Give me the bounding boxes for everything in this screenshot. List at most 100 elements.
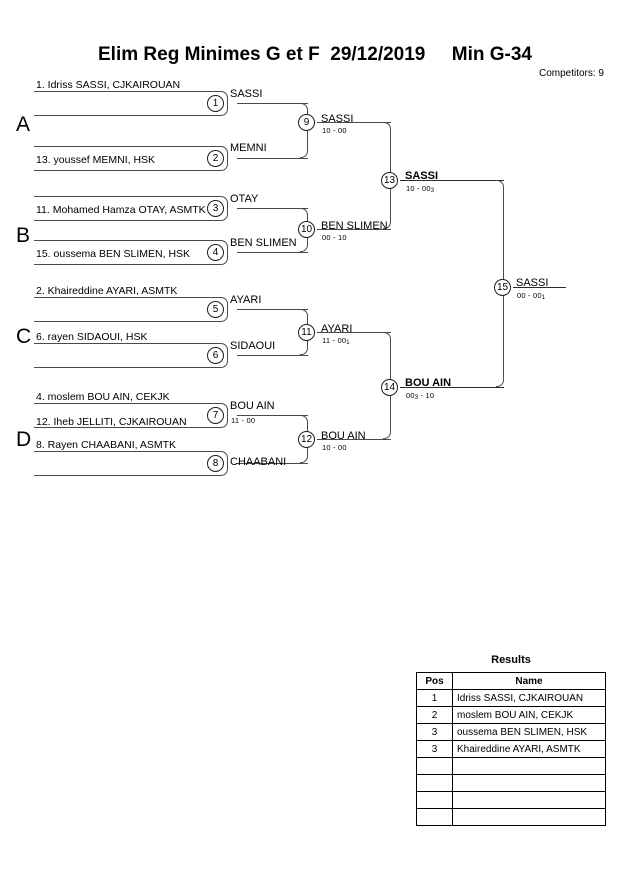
winner-name-match-4: BEN SLIMEN xyxy=(230,237,297,249)
rail-match-12 xyxy=(317,439,391,440)
winner-name-match-2: MEMNI xyxy=(230,142,267,154)
winner-name-match-9: SASSI xyxy=(321,113,354,125)
results-col-pos: Pos xyxy=(416,672,453,690)
results-cell-name: Khaireddine AYARI, ASMTK xyxy=(452,740,606,758)
results-cell-name: oussema BEN SLIMEN, HSK xyxy=(452,723,606,741)
slotpair-match-3 xyxy=(34,196,228,221)
winner-name-match-1: SASSI xyxy=(230,88,263,100)
winner-name-match-15: SASSI xyxy=(516,277,549,289)
group-letter-b: B xyxy=(16,224,31,247)
match-number-9[interactable]: 9 xyxy=(298,114,315,131)
match-number-11[interactable]: 11 xyxy=(298,324,315,341)
winner-name-match-11: AYARI xyxy=(321,323,353,335)
match-number-7[interactable]: 7 xyxy=(207,407,224,424)
match-number-6[interactable]: 6 xyxy=(207,347,224,364)
entry-label-1: 1. Idriss SASSI, CJKAIROUAN xyxy=(36,79,181,91)
competitors-count: Competitors: 9 xyxy=(538,68,604,79)
slotpair-match-1 xyxy=(34,91,228,116)
results-cell-name xyxy=(452,808,606,826)
rail-match-2 xyxy=(237,158,308,159)
winner-name-match-14: BOU AIN xyxy=(405,377,452,389)
results-cell-pos: 3 xyxy=(416,740,453,758)
rail-match-4 xyxy=(237,252,308,253)
score-match-9: 10 - 00 xyxy=(322,126,347,135)
rail-match-14 xyxy=(400,387,504,388)
winner-name-match-6: SIDAOUI xyxy=(230,340,276,352)
score-match-13: 10 - 003 xyxy=(406,184,435,194)
match-number-10[interactable]: 10 xyxy=(298,221,315,238)
rail-match-15 xyxy=(513,287,566,288)
score-match-12: 10 - 00 xyxy=(322,443,347,452)
results-row xyxy=(416,791,606,809)
winner-name-match-12: BOU AIN xyxy=(321,430,366,442)
match-number-14[interactable]: 14 xyxy=(381,379,398,396)
score-match-10: 00 - 10 xyxy=(322,233,347,242)
entry-label-13: 13. youssef MEMNI, HSK xyxy=(36,154,156,166)
group-letter-c: C xyxy=(16,325,32,348)
results-row xyxy=(416,757,606,775)
match-number-15[interactable]: 15 xyxy=(494,279,511,296)
results-header-row: Pos Name xyxy=(416,672,606,690)
slotpair-match-8 xyxy=(34,451,228,476)
match-number-2[interactable]: 2 xyxy=(207,150,224,167)
slotpair-match-6 xyxy=(34,343,228,368)
slotpair-match-7 xyxy=(34,403,228,428)
rail-match-7 xyxy=(237,415,308,416)
match-number-4[interactable]: 4 xyxy=(207,244,224,261)
slotpair-match-4 xyxy=(34,240,228,265)
results-cell-pos xyxy=(416,774,453,792)
results-cell-name: Idriss SASSI, CJKAIROUAN xyxy=(452,689,606,707)
score-match-11: 11 - 001 xyxy=(322,336,350,346)
group-letter-d: D xyxy=(16,428,32,451)
match-number-8[interactable]: 8 xyxy=(207,455,224,472)
results-cell-pos: 2 xyxy=(416,706,453,724)
group-letter-a: A xyxy=(16,113,31,136)
match-number-5[interactable]: 5 xyxy=(207,301,224,318)
winner-name-match-7: BOU AIN xyxy=(230,400,275,412)
rail-match-3 xyxy=(237,208,308,209)
page-title: Elim Reg Minimes G et F 29/12/2019 Min G… xyxy=(98,44,532,65)
score-match-14: 003 - 10 xyxy=(406,391,435,401)
entry-label-8: 8. Rayen CHAABANI, ASMTK xyxy=(36,439,177,451)
winner-name-match-5: AYARI xyxy=(230,294,262,306)
entry-label-12: 12. Iheb JELLITI, CJKAIROUAN xyxy=(36,416,187,428)
slotpair-match-2 xyxy=(34,146,228,171)
rail-match-10 xyxy=(317,229,391,230)
rail-match-8 xyxy=(237,463,308,464)
score-match-7: 11 - 00 xyxy=(231,416,256,425)
entry-label-6: 6. rayen SIDAOUI, HSK xyxy=(36,331,148,343)
slotpair-match-5 xyxy=(34,297,228,322)
winner-name-match-8: CHAABANI xyxy=(230,456,287,468)
match-number-12[interactable]: 12 xyxy=(298,431,315,448)
rail-match-1 xyxy=(237,103,308,104)
match-number-13[interactable]: 13 xyxy=(381,172,398,189)
rail-match-13 xyxy=(400,180,504,181)
rail-match-11 xyxy=(317,332,391,333)
results-cell-pos xyxy=(416,757,453,775)
results-cell-pos: 1 xyxy=(416,689,453,707)
winner-name-match-3: OTAY xyxy=(230,193,259,205)
results-cell-name xyxy=(452,774,606,792)
rail-match-9 xyxy=(317,122,391,123)
match-number-1[interactable]: 1 xyxy=(207,95,224,112)
score-match-15: 00 - 001 xyxy=(517,291,546,301)
results-cell-name: moslem BOU AIN, CEKJK xyxy=(452,706,606,724)
results-row xyxy=(416,774,606,792)
results-cell-name xyxy=(452,757,606,775)
results-col-name: Name xyxy=(452,672,606,690)
entry-label-15: 15. oussema BEN SLIMEN, HSK xyxy=(36,248,191,260)
results-cell-pos xyxy=(416,808,453,826)
winner-name-match-10: BEN SLIMEN xyxy=(321,220,388,232)
results-cell-pos: 3 xyxy=(416,723,453,741)
results-cell-pos xyxy=(416,791,453,809)
match-number-3[interactable]: 3 xyxy=(207,200,224,217)
results-cell-name xyxy=(452,791,606,809)
entry-label-2: 2. Khaireddine AYARI, ASMTK xyxy=(36,285,178,297)
entry-label-11: 11. Mohamed Hamza OTAY, ASMTK xyxy=(36,204,206,216)
